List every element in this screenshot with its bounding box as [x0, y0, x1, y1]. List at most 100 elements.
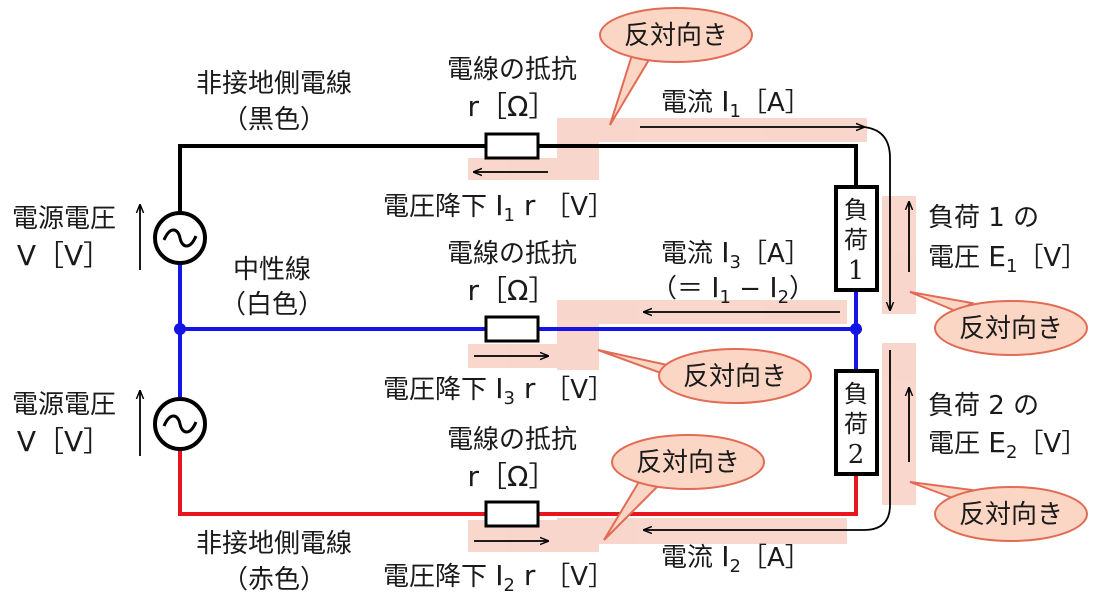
current3-eq-minus: −	[731, 274, 769, 304]
resistor-var: r	[468, 90, 480, 123]
drop1-unit: ［V］	[544, 192, 614, 222]
current2-sub: 2	[730, 556, 741, 577]
current3-sub: 3	[730, 252, 741, 273]
e2-unit: ［V］	[1017, 429, 1087, 459]
arrows	[140, 127, 909, 541]
neutral-label-line1: 中性線	[233, 255, 311, 285]
drop2-sub: 2	[504, 575, 515, 596]
current3-eq-open: （＝	[651, 274, 711, 304]
resistor-var: r	[468, 274, 480, 307]
drop3-var: I	[495, 372, 503, 405]
drop3-prefix: 電圧降下	[383, 375, 495, 405]
source-bottom-label-line1: 電源電圧	[12, 390, 116, 420]
drop1-var: I	[495, 189, 503, 222]
load1-box	[834, 185, 879, 292]
load1-char1: 負	[844, 196, 868, 224]
callout-bottom-text: 反対向き	[636, 448, 740, 478]
callout-e2: 反対向き	[909, 481, 1088, 542]
source-top-label-line2: V［V］	[17, 239, 111, 272]
resistor-unit: ［Ω］	[479, 274, 556, 307]
resistor-var: r	[468, 460, 480, 493]
resistor-neutral-label-line2: r［Ω］	[468, 274, 557, 307]
resistor-bottom-label-line2: r［Ω］	[468, 460, 557, 493]
callout-top-text: 反対向き	[624, 21, 728, 51]
resistor-top-label-line2: r［Ω］	[468, 90, 557, 123]
drop3-r: r	[515, 372, 544, 405]
e2-var: E	[988, 426, 1006, 459]
resistor-bottom	[484, 500, 540, 528]
callout-neutral: 反対向き	[597, 348, 812, 404]
current3-eq-close: ）	[789, 274, 815, 304]
e2-label-line2: 電圧 E2［V］	[928, 426, 1087, 463]
drop3-unit: ［V］	[544, 375, 614, 405]
drop3-sub: 3	[504, 388, 515, 409]
load1-num: 1	[848, 256, 865, 286]
current3-label: 電流 I3［A］	[661, 236, 811, 273]
drop1-label: 電圧降下 I1 r ［V］	[383, 189, 614, 226]
resistor-top	[484, 132, 540, 160]
load2: 負 荷 2	[834, 369, 879, 476]
current1-label: 電流 I1［A］	[661, 85, 811, 122]
e1-var: E	[988, 240, 1006, 273]
load1-char2: 荷	[844, 226, 868, 254]
current2-var: I	[721, 540, 729, 573]
callouts: 反対向き 反対向き 反対向き 反対向き 反対向き	[597, 7, 1088, 542]
resistor-neutral	[484, 315, 540, 343]
current3-var: I	[721, 236, 729, 269]
highlight-e1	[882, 196, 916, 314]
neutral-junction-left	[174, 323, 186, 335]
highlight-drop1-arrow	[468, 158, 599, 180]
drop1-prefix: 電圧降下	[383, 192, 495, 222]
bottom-wire-label-line2: （赤色）	[222, 565, 326, 595]
bottom-wire-label-line1: 非接地側電線	[196, 529, 352, 559]
load2-char1: 負	[844, 380, 868, 408]
current3-unit: ［A］	[741, 239, 811, 269]
drop1-r: r	[515, 189, 544, 222]
neutral-junction-right	[850, 323, 862, 335]
e1-unit: ［V］	[1017, 243, 1087, 273]
drop2-r: r	[515, 559, 544, 592]
top-wire-label-line2: （黒色）	[222, 105, 326, 135]
callout-e1-text: 反対向き	[959, 314, 1063, 344]
source-top-unit: ［V］	[36, 239, 111, 272]
load2-box	[834, 369, 879, 476]
e2-sub: 2	[1006, 442, 1017, 463]
drop3-label: 電圧降下 I3 r ［V］	[383, 372, 614, 409]
source-top-var: V	[17, 239, 36, 272]
current3-prefix: 電流	[661, 239, 721, 269]
drop2-var: I	[495, 559, 503, 592]
current3-eq-a: I	[711, 271, 719, 304]
e1-sub: 1	[1006, 256, 1017, 277]
highlight-e2	[882, 343, 916, 505]
ac-source-top	[153, 211, 207, 265]
callout-e2-bubble	[934, 486, 1088, 542]
ac-wave-icon	[162, 414, 198, 434]
callout-neutral-text: 反対向き	[683, 362, 787, 392]
resistor-neutral-label-line1: 電線の抵抗	[447, 239, 577, 269]
current3-eq-a-sub: 1	[720, 287, 731, 308]
callout-e1-bubble	[934, 300, 1088, 356]
highlight-current2	[557, 518, 847, 544]
resistor-unit: ［Ω］	[479, 90, 556, 123]
top-wire-label-line1: 非接地側電線	[196, 69, 352, 99]
current3-eq-b-sub: 2	[778, 287, 789, 308]
source-bottom-unit: ［V］	[36, 425, 111, 458]
callout-e1: 反対向き	[909, 291, 1088, 356]
current2-label: 電流 I2［A］	[661, 540, 811, 577]
e1-label-line2: 電圧 E1［V］	[928, 240, 1087, 277]
current3-eq-b: I	[769, 271, 777, 304]
drop2-unit: ［V］	[544, 562, 614, 592]
resistor-unit: ［Ω］	[479, 460, 556, 493]
callout-neutral-bubble	[658, 348, 812, 404]
neutral-label-line2: （白色）	[220, 290, 324, 320]
load2-num: 2	[848, 440, 865, 470]
resistor-top-label-line1: 電線の抵抗	[447, 55, 577, 85]
resistor-bottom-label-line1: 電線の抵抗	[447, 425, 577, 455]
drop2-prefix: 電圧降下	[383, 562, 495, 592]
ac-source-bottom	[153, 397, 207, 451]
resistors	[484, 132, 540, 528]
e2-prefix: 電圧	[928, 429, 988, 459]
drop2-label: 電圧降下 I2 r ［V］	[383, 559, 614, 596]
current1-var: I	[721, 85, 729, 118]
